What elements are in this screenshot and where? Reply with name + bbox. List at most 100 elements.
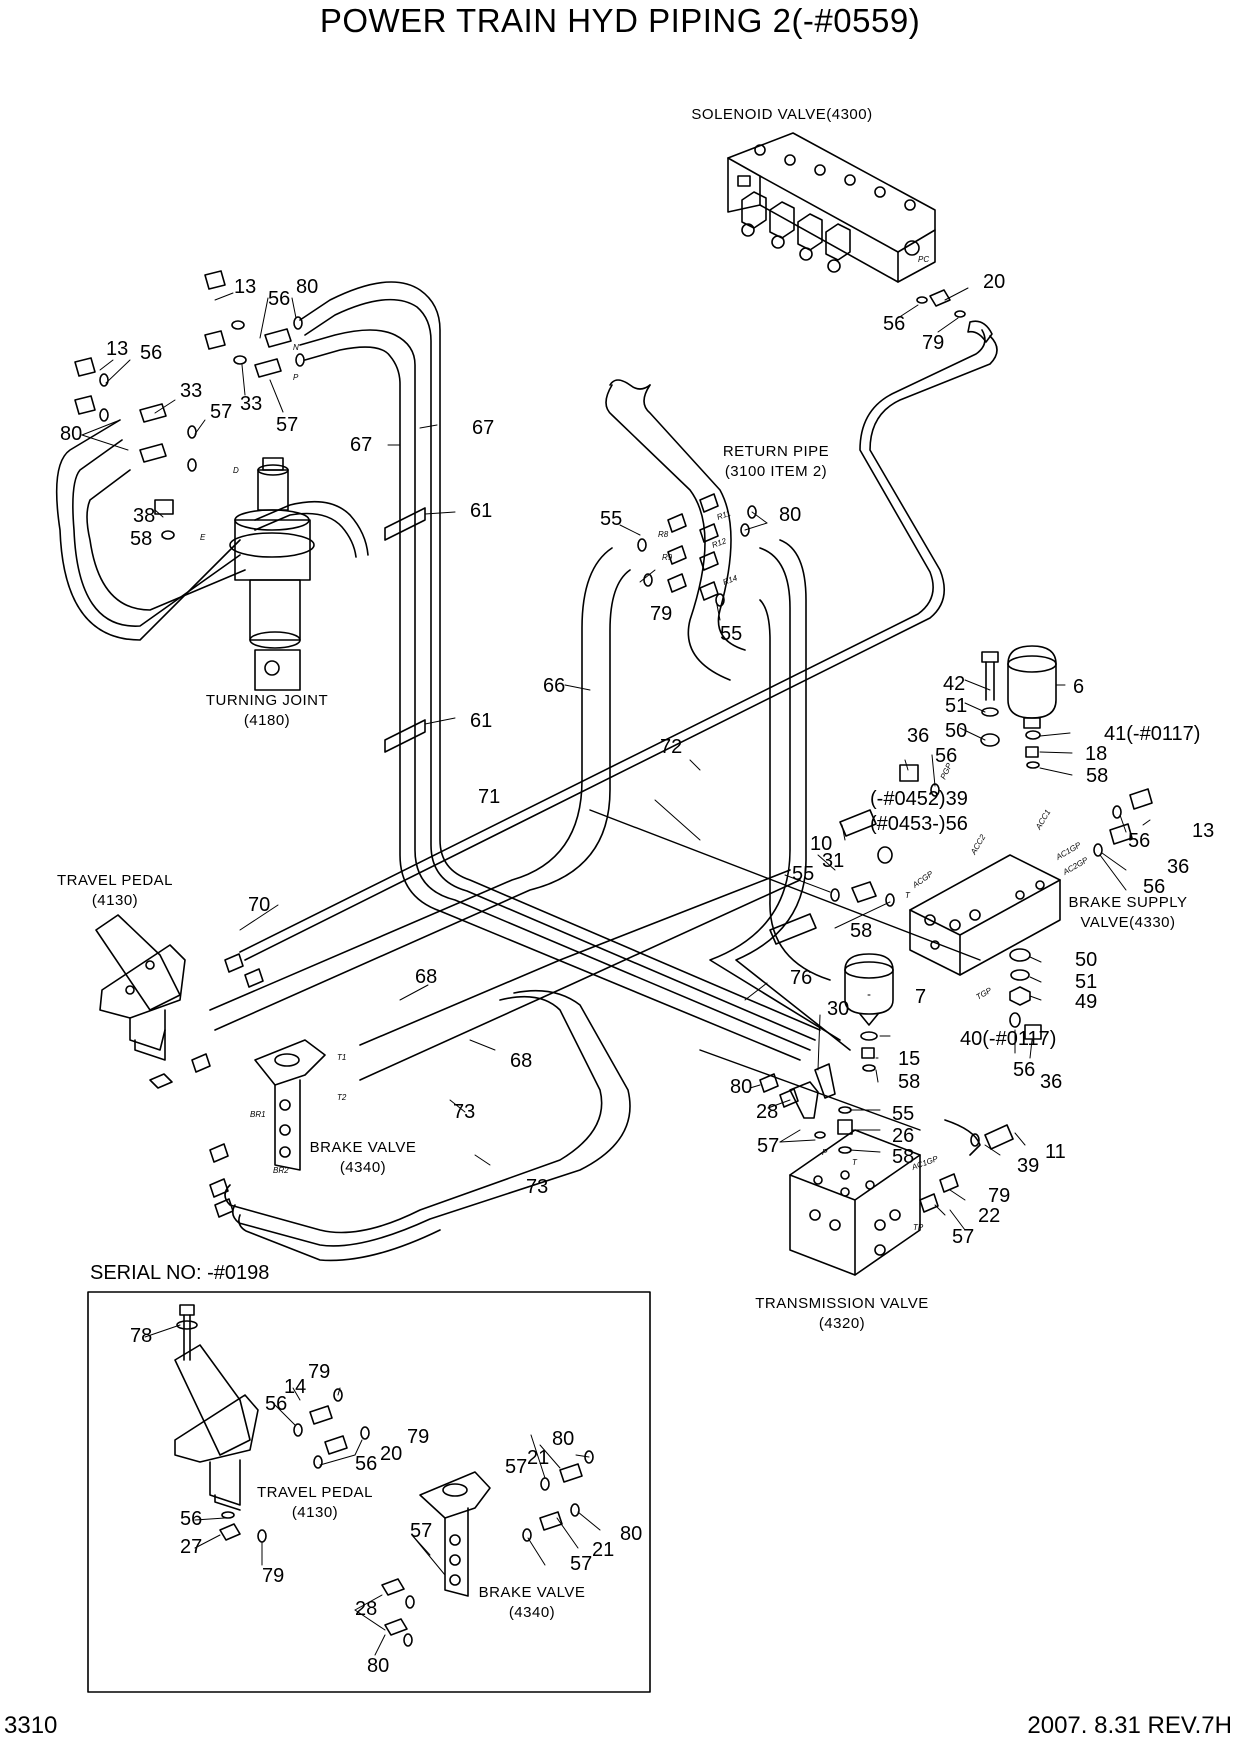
port-label-p19: T2 bbox=[337, 1093, 347, 1102]
label-brake-supply-valve-no: VALVE(4330) bbox=[1081, 914, 1176, 931]
label-inset-travel-pedal-no: (4130) bbox=[292, 1504, 338, 1521]
callout-c75: 14 bbox=[284, 1376, 306, 1398]
callout-c72: 73 bbox=[526, 1176, 548, 1198]
callout-c45: 56 bbox=[1143, 876, 1165, 898]
label-return-pipe: RETURN PIPE bbox=[723, 443, 829, 460]
callout-c53: 49 bbox=[1075, 991, 1097, 1013]
callout-c19: 55 bbox=[600, 508, 622, 530]
label-inset-travel-pedal: TRAVEL PEDAL bbox=[257, 1484, 373, 1501]
callout-c14: 67 bbox=[472, 417, 494, 439]
callout-c13: 80 bbox=[60, 423, 82, 445]
callout-c61: 28 bbox=[756, 1101, 778, 1123]
port-label-p14: ACC2 bbox=[968, 833, 987, 857]
port-label-p24: T bbox=[905, 891, 911, 900]
label-transmission-valve-no: (4320) bbox=[819, 1315, 865, 1332]
callout-c27: 50 bbox=[945, 720, 967, 742]
callout-c66: 11 bbox=[1045, 1141, 1066, 1163]
callout-c34: 72 bbox=[660, 736, 682, 758]
callout-c8: 56 bbox=[140, 342, 162, 364]
callout-c24: 61 bbox=[470, 710, 492, 732]
callout-c78: 20 bbox=[380, 1443, 402, 1465]
callout-c73: 78 bbox=[130, 1325, 152, 1347]
callout-c23: 66 bbox=[543, 675, 565, 697]
component-labels: SOLENOID VALVE(4300) RETURN PIPE (3100 I… bbox=[57, 106, 1187, 1621]
callout-c22: 55 bbox=[720, 623, 742, 645]
callout-c65: 57 bbox=[757, 1135, 779, 1157]
callout-c40: 55 bbox=[792, 863, 814, 885]
callout-c39: 31 bbox=[822, 850, 844, 872]
callout-c86: 57 bbox=[570, 1553, 592, 1575]
travel-pedal bbox=[95, 914, 186, 1061]
callout-c68: 79 bbox=[988, 1185, 1010, 1207]
callout-c49: 76 bbox=[790, 967, 812, 989]
callout-c25: 42 bbox=[943, 673, 965, 695]
callout-c79: 56 bbox=[355, 1453, 377, 1475]
serial-inset-box bbox=[87, 1291, 651, 1693]
callout-c42: 13 bbox=[1192, 820, 1214, 842]
callout-c15: 67 bbox=[350, 434, 372, 456]
callout-c9: 33 bbox=[180, 380, 202, 402]
callout-c59: 36 bbox=[1040, 1071, 1062, 1093]
callout-c18: 58 bbox=[130, 528, 152, 550]
callout-c1: 20 bbox=[983, 271, 1005, 293]
callout-c50: 7 bbox=[915, 986, 926, 1008]
solenoid-valve bbox=[727, 132, 936, 283]
brake-valve bbox=[254, 1039, 326, 1171]
callout-c12: 57 bbox=[276, 414, 298, 436]
callout-c4: 13 bbox=[234, 276, 256, 298]
callout-c37: (#0453-)56 bbox=[870, 813, 968, 835]
callout-c71: 73 bbox=[453, 1101, 475, 1123]
callout-c3: 79 bbox=[922, 332, 944, 354]
port-label-p23: TP bbox=[913, 1223, 924, 1232]
callout-c74: 79 bbox=[308, 1361, 330, 1383]
label-inset-brake-valve: BRAKE VALVE bbox=[479, 1584, 586, 1601]
port-label-p1: PC bbox=[918, 255, 929, 264]
label-brake-valve-no: (4340) bbox=[340, 1159, 386, 1176]
callout-c17: 38 bbox=[133, 505, 155, 527]
accumulator-6 bbox=[1007, 645, 1057, 729]
port-label-p9: R8 bbox=[658, 530, 669, 539]
label-brake-supply-valve: BRAKE SUPPLY bbox=[1068, 894, 1187, 911]
serial-note: SERIAL NO: -#0198 bbox=[90, 1262, 270, 1284]
label-transmission-valve: TRANSMISSION VALVE bbox=[755, 1295, 928, 1312]
callout-c44: 36 bbox=[1167, 856, 1189, 878]
callout-c85: 21 bbox=[592, 1539, 614, 1561]
label-brake-valve: BRAKE VALVE bbox=[310, 1139, 417, 1156]
label-turning-joint: TURNING JOINT bbox=[206, 692, 328, 709]
callout-c5: 56 bbox=[268, 288, 290, 310]
callout-c62: 55 bbox=[892, 1103, 914, 1125]
callout-c80: 80 bbox=[552, 1428, 574, 1450]
port-label-p10: R9 bbox=[662, 553, 673, 562]
callout-c64: 58 bbox=[892, 1146, 914, 1168]
port-label-p21: BR2 bbox=[273, 1166, 289, 1175]
page-title: POWER TRAIN HYD PIPING 2(-#0559) bbox=[319, 2, 921, 39]
callout-c20: 80 bbox=[779, 504, 801, 526]
port-label-p8: R14 bbox=[722, 573, 739, 587]
accumulator-7 bbox=[844, 953, 894, 1026]
port-label-p16: AC2GP bbox=[1061, 855, 1090, 877]
callout-c26: 51 bbox=[945, 695, 967, 717]
callout-c81: 57 bbox=[505, 1456, 527, 1478]
callout-c60: 80 bbox=[730, 1076, 752, 1098]
callout-c55: 40(-#0117) bbox=[960, 1028, 1056, 1050]
label-solenoid-valve: SOLENOID VALVE(4300) bbox=[691, 106, 872, 123]
callout-c56: 15 bbox=[898, 1048, 920, 1070]
callout-c69: 22 bbox=[978, 1205, 1000, 1227]
callout-c41: 58 bbox=[850, 920, 872, 942]
callout-c43: 56 bbox=[1128, 830, 1150, 852]
turning-joint bbox=[229, 457, 315, 691]
callout-c38: 10 bbox=[810, 833, 832, 855]
callout-c36: (-#0452)39 bbox=[870, 788, 968, 810]
callout-c67: 39 bbox=[1017, 1155, 1039, 1177]
label-travel-pedal-no: (4130) bbox=[92, 892, 138, 909]
callout-c70: 57 bbox=[952, 1226, 974, 1248]
label-travel-pedal: TRAVEL PEDAL bbox=[57, 872, 173, 889]
page-number: 3310 bbox=[4, 1712, 58, 1739]
callout-c84: 80 bbox=[620, 1523, 642, 1545]
port-label-p4: D bbox=[233, 466, 239, 475]
callout-c91: 80 bbox=[367, 1655, 389, 1677]
callout-c46: 70 bbox=[248, 894, 270, 916]
callout-c54: 30 bbox=[827, 998, 849, 1020]
